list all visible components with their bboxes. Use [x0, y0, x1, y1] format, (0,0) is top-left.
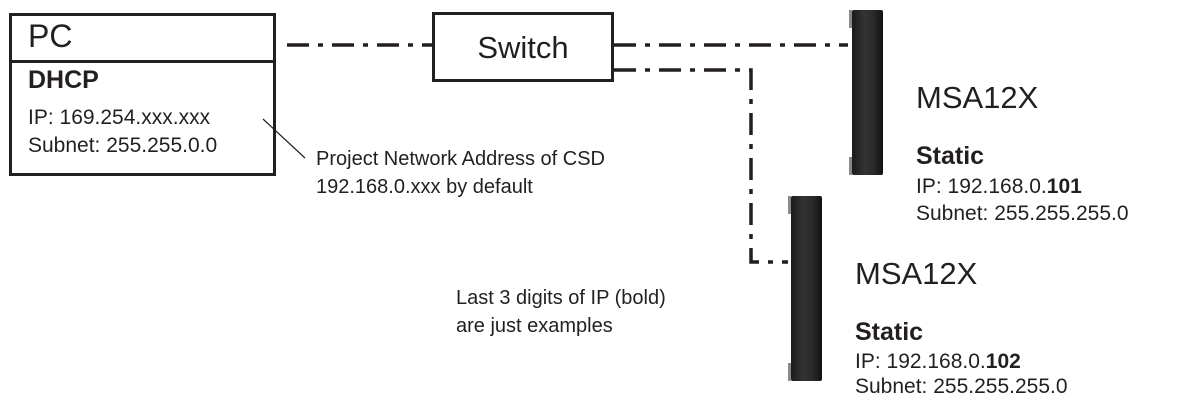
digits-note-line-2: are just examples	[456, 315, 613, 337]
network-address-note: Project Network Address of CSD 192.168.0…	[316, 145, 605, 201]
device-1-ip-prefix: IP: 192.168.0.	[916, 175, 1047, 198]
device-2-mode: Static	[855, 318, 924, 346]
pc-box: PC DHCP IP: 169.254.xxx.xxx Subnet: 255.…	[9, 13, 276, 176]
device-1-ip: IP: 192.168.0.101	[916, 175, 1082, 199]
pc-title: PC	[28, 18, 73, 54]
network-note-pointer	[262, 118, 306, 159]
speaker-1-device-icon	[849, 10, 883, 175]
switch-label: Switch	[477, 30, 569, 65]
device-2-ip-suffix: 102	[985, 350, 1021, 373]
device-2-name: MSA12X	[855, 256, 978, 291]
device-1-mode: Static	[916, 142, 985, 170]
device-1-ip-suffix: 101	[1046, 175, 1082, 198]
device-2-subnet: Subnet: 255.255.255.0	[855, 375, 1068, 398]
device-1-subnet: Subnet: 255.255.255.0	[916, 202, 1129, 225]
digits-note-line-1: Last 3 digits of IP (bold)	[456, 287, 666, 309]
pc-mode: DHCP	[28, 66, 99, 94]
pc-header: PC	[12, 16, 273, 63]
device-2-ip: IP: 192.168.0.102	[855, 350, 1021, 374]
device-2-ip-prefix: IP: 192.168.0.	[855, 350, 986, 373]
network-note-line-1: Project Network Address of CSD	[316, 148, 605, 170]
speaker-2-device-icon	[788, 196, 822, 381]
switch-to-speaker2-link	[614, 68, 788, 264]
device-1-name: MSA12X	[916, 80, 1039, 115]
digits-example-note: Last 3 digits of IP (bold) are just exam…	[456, 284, 666, 340]
switch-box: Switch	[432, 12, 614, 82]
pc-subnet: Subnet: 255.255.0.0	[28, 134, 218, 157]
pc-ip: IP: 169.254.xxx.xxx	[28, 106, 211, 129]
network-note-line-2: 192.168.0.xxx by default	[316, 176, 533, 198]
